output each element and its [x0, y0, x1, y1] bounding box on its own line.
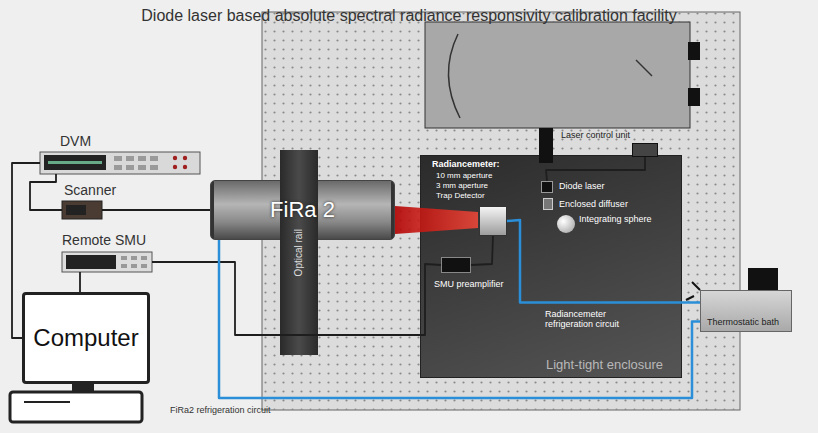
node-label: Enclosed diffuser [559, 199, 628, 209]
bath-lid [748, 268, 778, 290]
node-label: DVM [60, 133, 91, 149]
diffuser-box: Enclosed diffuser [543, 198, 553, 210]
node-label: Radiancemeter: [432, 159, 500, 169]
light-beam [395, 206, 478, 234]
node-label: Laser control unit [561, 130, 630, 140]
scanner-body [62, 201, 102, 219]
smu-display [66, 255, 116, 269]
node-label: FiRa 2 [270, 197, 335, 222]
signal-cable [79, 272, 81, 292]
instrument-box: DVM [40, 152, 200, 174]
optical-rail: Optical rail [280, 150, 318, 355]
computer-base [10, 392, 142, 422]
laser-mount [688, 88, 700, 106]
node-label: Diode laser [559, 181, 605, 191]
dvm-display [44, 155, 106, 170]
instrument-box: Remote SMU [62, 252, 152, 272]
part-label: 10 mm aperture [436, 171, 492, 180]
part-label: 3 mm aperture [436, 181, 488, 190]
scanner-display [66, 205, 86, 215]
coolant-hose [219, 240, 700, 398]
node-label: Light-tight enclosure [546, 358, 663, 373]
breadboard-holes [262, 12, 740, 410]
node-label: Scanner [64, 182, 116, 198]
signal-cable [102, 209, 210, 211]
dvm-body [40, 152, 200, 174]
laser-mirror [448, 34, 460, 118]
node-label: Thermostatic bath [707, 317, 779, 327]
node-label: Optical rail [293, 229, 305, 276]
circuit-label: FiRa2 refrigeration circuit [170, 405, 271, 415]
sphere-circle: Integrating sphere [557, 215, 575, 233]
title: Diode laser based absolute spectral radi… [0, 7, 818, 25]
signal-cable [471, 236, 493, 265]
circuit-label: Radiancemeter refrigeration circuit [545, 309, 637, 330]
computer-monitor: Computer [22, 292, 150, 384]
smu-buttons [121, 256, 147, 268]
instrument-box: Scanner [62, 201, 102, 219]
laser-mount [688, 42, 700, 60]
bath-box: Thermostatic bath [700, 290, 792, 332]
breadboard [262, 12, 740, 410]
dvm-buttons [114, 156, 158, 170]
node-label: Computer [33, 324, 138, 352]
laser-mirror [636, 60, 652, 76]
signal-cable [152, 262, 441, 335]
dvm-terminals [173, 156, 187, 169]
preamp-box: SMU preamplifier [441, 257, 471, 273]
signal-cable [12, 163, 40, 338]
smu-body [62, 252, 152, 272]
laser-diode: Diode laser [541, 181, 553, 193]
dvm-reading [48, 161, 102, 164]
control-unit: Laser control unit [632, 143, 658, 157]
signal-cable [546, 157, 645, 181]
part-label: Trap Detector [436, 191, 485, 200]
laser-housing [425, 22, 690, 128]
laser-mount [539, 128, 553, 163]
coolant-hose [507, 220, 700, 303]
drive-slot [24, 401, 70, 403]
node-label: SMU preamplifier [434, 279, 504, 289]
valves [686, 282, 700, 300]
node-label: Integrating sphere [579, 214, 652, 224]
signal-cable [30, 174, 62, 210]
radiancemeter-head: Radiancemeter:10 mm aperture3 mm apertur… [479, 206, 507, 236]
enclosure-region: Light-tight enclosureRadiancemeter:10 mm… [420, 155, 682, 378]
node-label: Remote SMU [62, 232, 146, 248]
